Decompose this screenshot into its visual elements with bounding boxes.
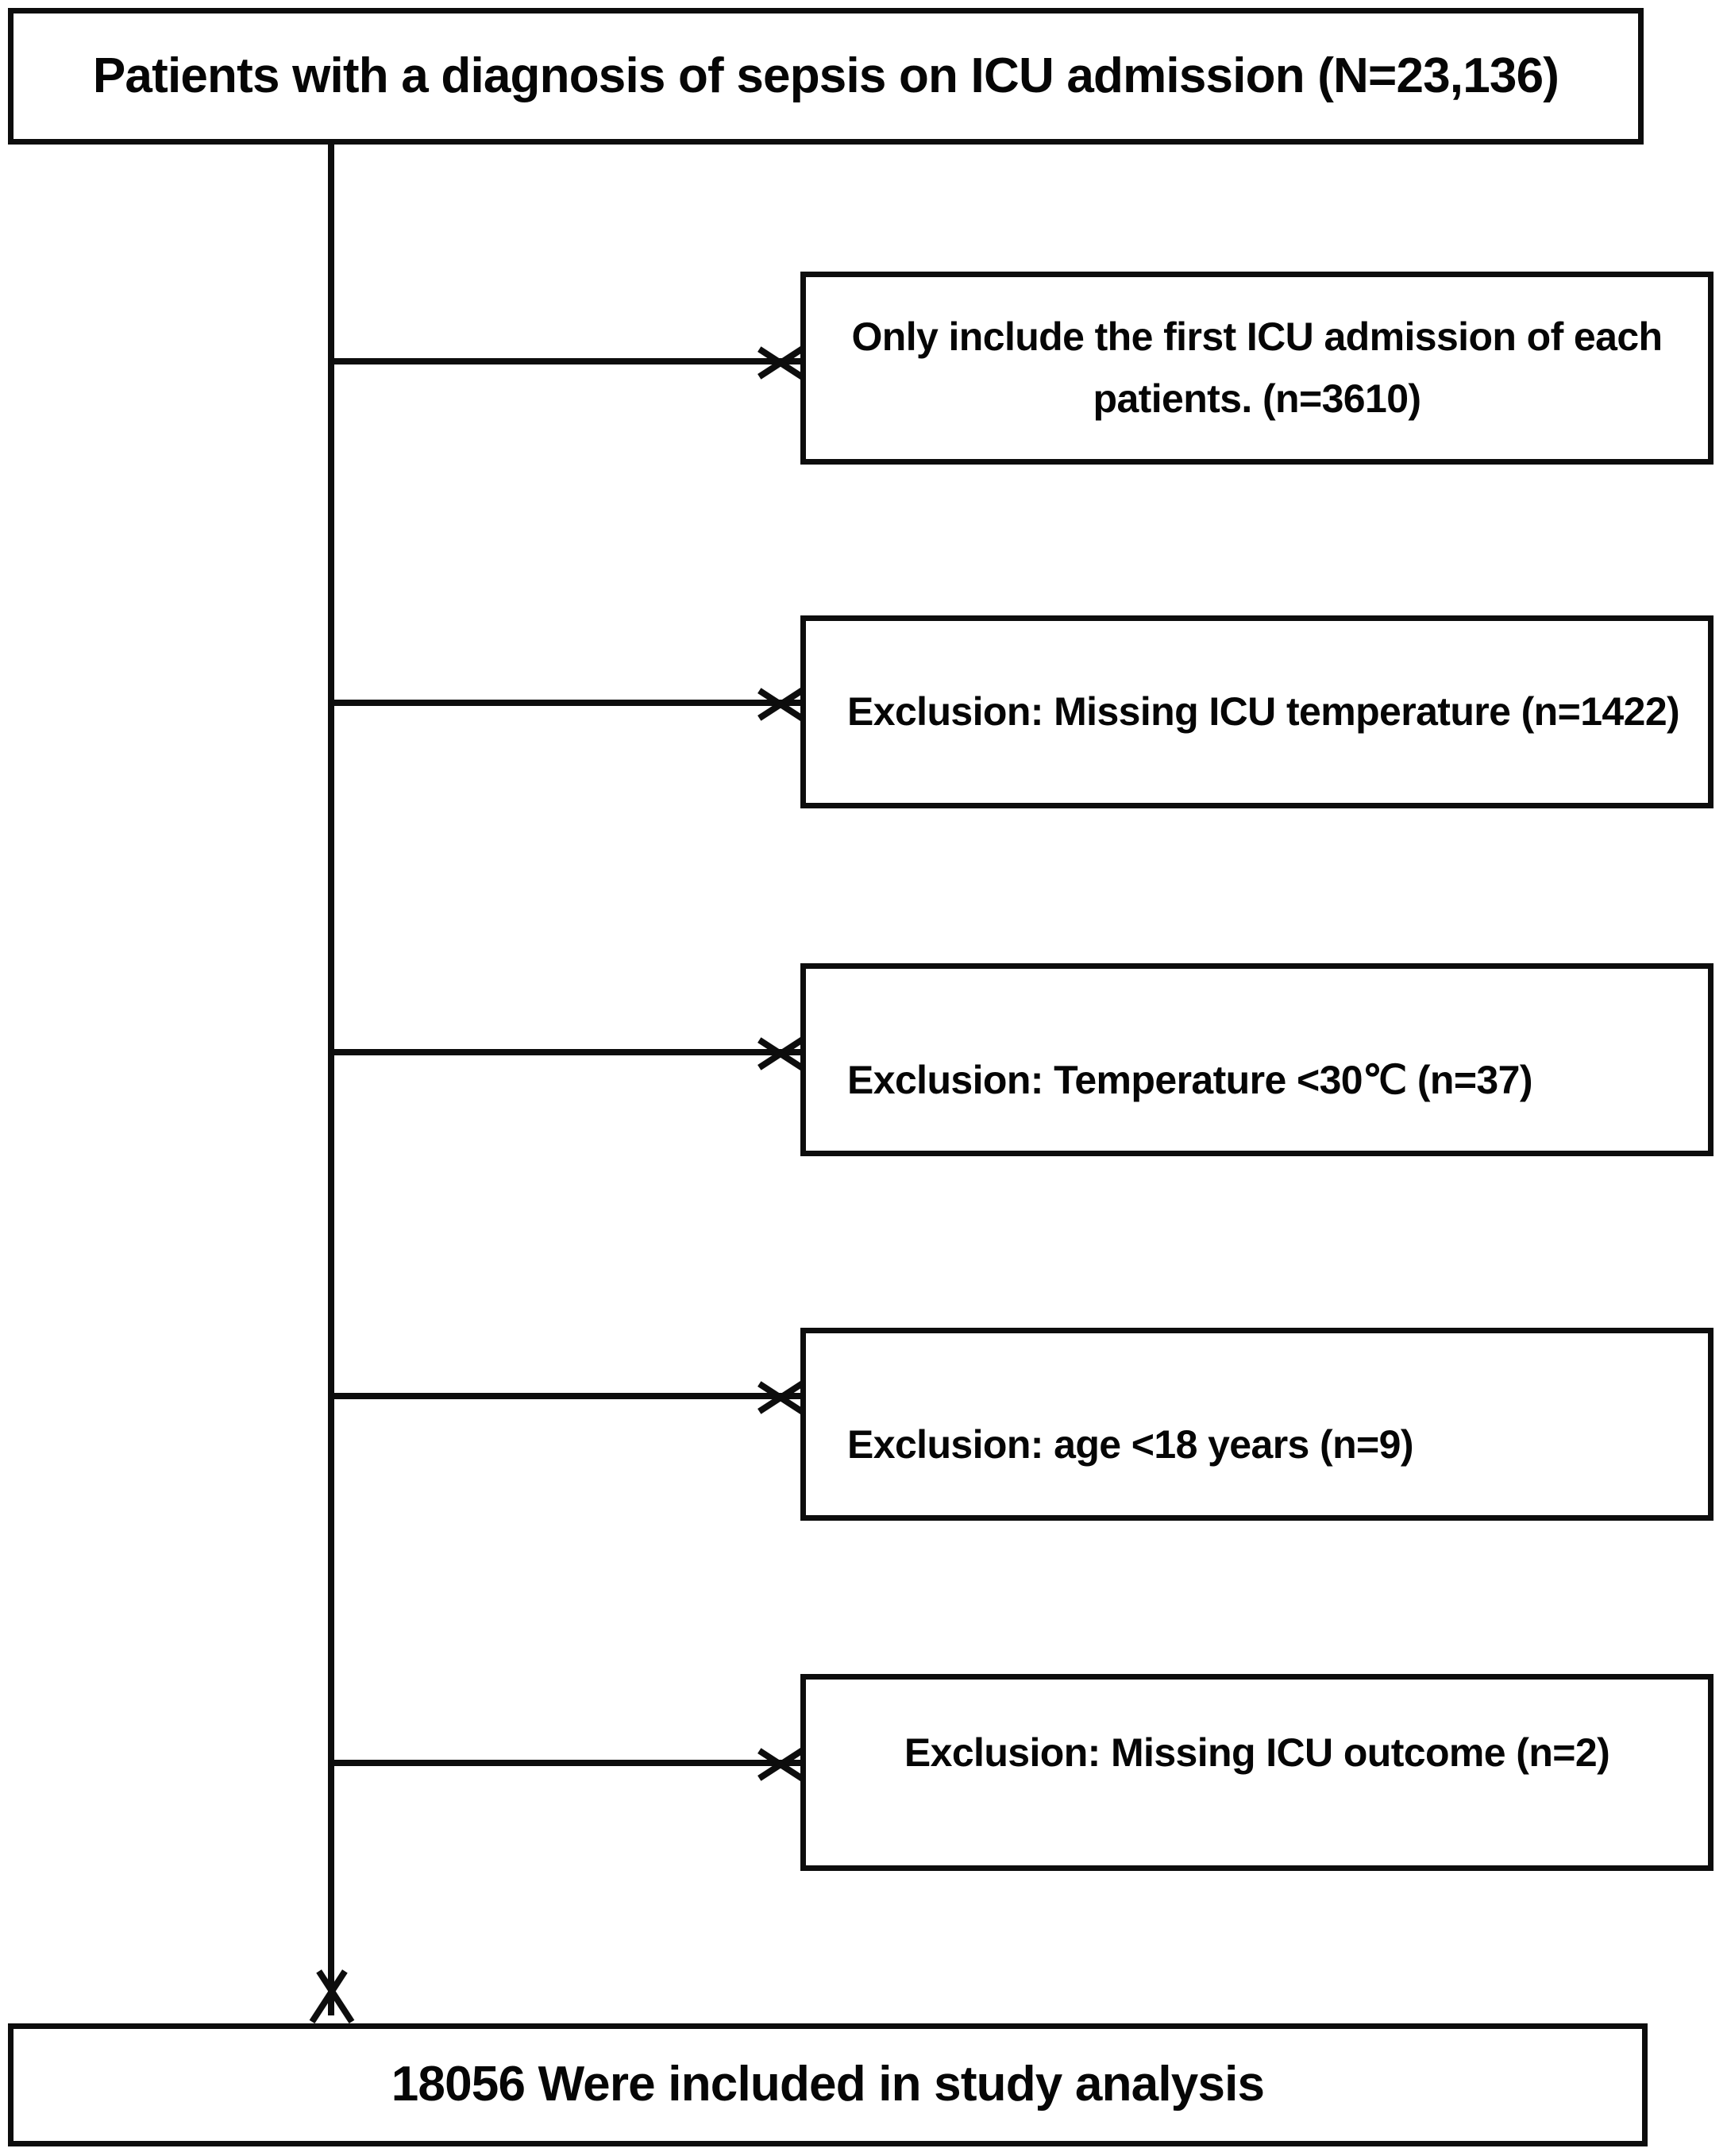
exclusion-label-1: Only include the first ICU admission of …: [806, 307, 1708, 430]
branch-line-2: [331, 700, 808, 706]
branch-line-5: [331, 1760, 808, 1766]
exclusion-label-4: Exclusion: age <18 years (n=9): [847, 1421, 1414, 1467]
exclusion-box-low-temperature: Exclusion: Temperature <30℃ (n=37): [800, 963, 1714, 1156]
included-analysis-box: 18056 Were included in study analysis: [8, 2023, 1648, 2146]
included-analysis-label: 18056 Were included in study analysis: [391, 2057, 1265, 2112]
main-trunk-line: [328, 141, 334, 2015]
branch-line-3: [331, 1049, 808, 1055]
branch-line-4: [331, 1393, 808, 1399]
exclusion-label-3: Exclusion: Temperature <30℃ (n=37): [847, 1057, 1533, 1102]
exclusion-label-5: Exclusion: Missing ICU outcome (n=2): [904, 1730, 1610, 1776]
exclusion-label-1-line2: patients. (n=3610): [1093, 376, 1422, 421]
exclusion-box-missing-temperature: Exclusion: Missing ICU temperature (n=14…: [800, 615, 1714, 808]
exclusion-box-first-admission: Only include the first ICU admission of …: [800, 272, 1714, 465]
enrollment-box-label: Patients with a diagnosis of sepsis on I…: [92, 48, 1559, 103]
enrollment-box: Patients with a diagnosis of sepsis on I…: [8, 8, 1644, 145]
exclusion-box-missing-outcome: Exclusion: Missing ICU outcome (n=2): [800, 1674, 1714, 1871]
branch-line-1: [331, 358, 808, 364]
exclusion-label-1-line1: Only include the first ICU admission of …: [851, 314, 1663, 359]
exclusion-label-2: Exclusion: Missing ICU temperature (n=14…: [847, 688, 1680, 734]
exclusion-box-underage: Exclusion: age <18 years (n=9): [800, 1328, 1714, 1521]
